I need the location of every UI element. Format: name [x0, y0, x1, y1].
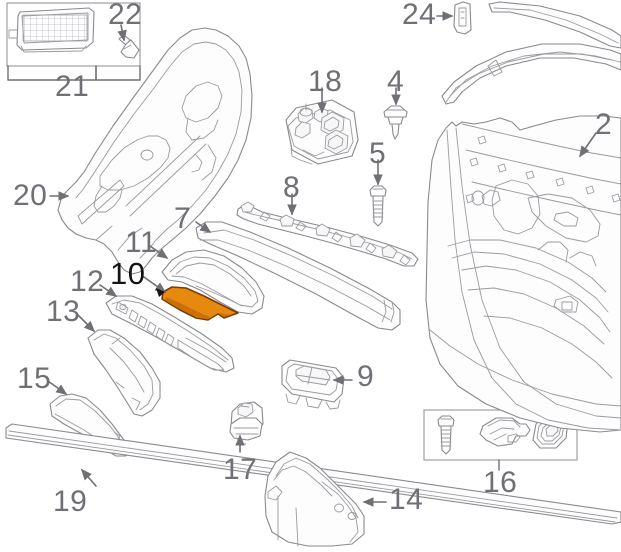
- part-pan-head-screw: [369, 185, 387, 227]
- leader-13: [77, 314, 96, 333]
- part-door-pull-handle-trim: [161, 249, 265, 315]
- leader-19: [80, 468, 97, 487]
- callout-9: 9: [357, 360, 375, 393]
- callout-14: 14: [389, 483, 424, 516]
- part-upper-trim-strip: [195, 221, 401, 331]
- part-expanding-rivet-fastener: [383, 105, 408, 140]
- part-speaker-housing-bracket: [264, 451, 365, 547]
- leader-15: [47, 380, 68, 395]
- callout-11: 11: [125, 226, 158, 259]
- part-door-panel-trim-assembly: [425, 1, 621, 433]
- callout-8: 8: [283, 171, 301, 204]
- part-window-switch-carrier-panel: [105, 295, 235, 373]
- callout-20: 20: [13, 179, 48, 212]
- callout-13: 13: [46, 295, 81, 328]
- part-master-window-switch-unit: [285, 99, 359, 165]
- leader-12: [99, 284, 118, 297]
- callout-24: 24: [402, 0, 437, 31]
- leader-7: [195, 221, 212, 233]
- callout-10: 10: [110, 256, 146, 291]
- part-trim-retaining-rail: [236, 201, 419, 267]
- callout-22: 22: [108, 0, 143, 31]
- leader-11: [149, 245, 169, 259]
- part-lower-trim-insert: [87, 329, 161, 417]
- callout-19: 19: [53, 485, 88, 518]
- part-courtesy-lamp-assembly: [8, 7, 95, 53]
- part-door-panel-carrier: [57, 27, 253, 275]
- part-21-inset-box: [6, 2, 141, 67]
- callout-18: 18: [308, 65, 343, 98]
- callout-4: 4: [387, 65, 405, 98]
- part-retaining-clip: [453, 1, 472, 35]
- callout-16: 16: [483, 466, 518, 499]
- callout-17: 17: [223, 453, 258, 486]
- leader-10: [143, 276, 167, 293]
- part-armrest-trim-cover-highlighted: [161, 286, 239, 321]
- callout-5: 5: [369, 137, 387, 170]
- callout-21: 21: [55, 70, 90, 103]
- leader-lines: [7, 11, 597, 507]
- part-mirror-adjust-switch: [281, 359, 345, 410]
- callout-2: 2: [595, 108, 613, 141]
- leader-22: [117, 24, 127, 42]
- part-single-window-switch: [229, 401, 264, 445]
- part-lamp-bulb: [118, 34, 140, 59]
- callout-7: 7: [174, 202, 192, 235]
- callout-15: 15: [17, 362, 52, 395]
- leader-2: [579, 132, 597, 158]
- callout-12: 12: [70, 265, 105, 298]
